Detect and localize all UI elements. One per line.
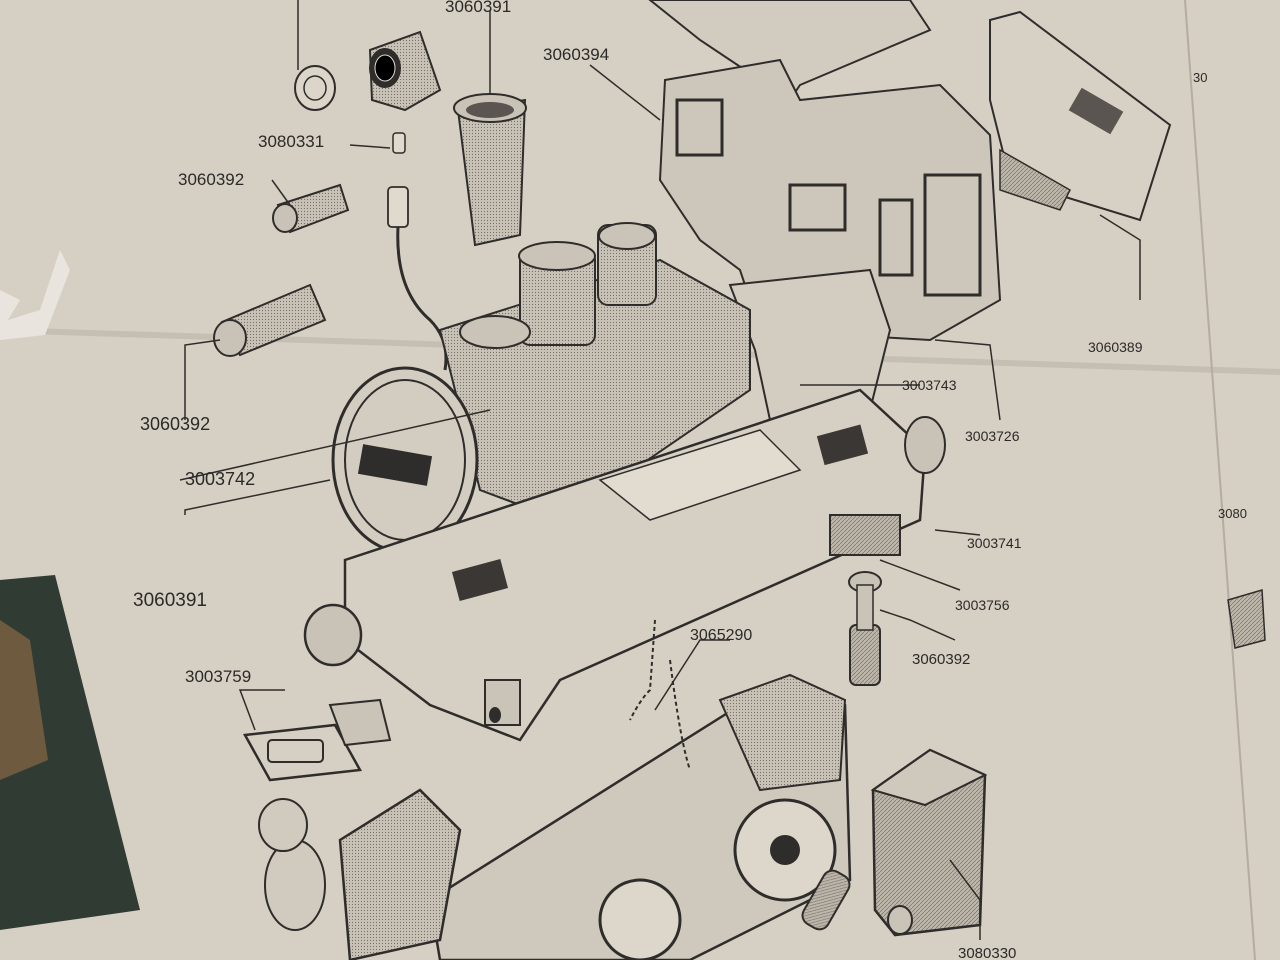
torn-edge xyxy=(0,250,70,340)
cab-roof xyxy=(648,0,932,102)
weight-block-top xyxy=(870,748,988,807)
chimney-bore xyxy=(466,102,514,118)
lower-buffer xyxy=(258,798,308,852)
wheel-hub-1 xyxy=(770,835,800,865)
frame-slot-rear xyxy=(816,424,869,466)
front-cover xyxy=(264,839,326,931)
label-smokebox-door: 3060391 xyxy=(133,590,207,611)
lamp-lens-inner xyxy=(303,75,327,101)
label-cab-roof: 3060394 xyxy=(543,45,609,64)
bulb-part xyxy=(392,132,406,154)
label-buffer-rear: 3060392 xyxy=(912,651,970,668)
label-lamp-left: 3060392 xyxy=(140,414,210,434)
label-bulb: 3080331 xyxy=(258,132,324,151)
label-frame-rear: 3003741 xyxy=(967,535,1022,551)
cab-window-left xyxy=(675,98,724,157)
label-lamp-upper: 3060392 xyxy=(178,170,244,189)
buffer-rear xyxy=(904,416,946,474)
label-cab-side: 3003743 xyxy=(902,377,957,393)
frame-rear-coupler xyxy=(829,514,901,556)
screw-part xyxy=(887,905,913,935)
label-cab-rear: 3003726 xyxy=(965,428,1020,444)
frame-deck-detail xyxy=(598,429,802,521)
label-top-cut: 3060391 xyxy=(445,0,511,16)
lamp-housing-lens xyxy=(374,54,396,82)
bulb-socket xyxy=(387,186,409,228)
left-photo-corner xyxy=(0,575,140,930)
frame-slot-front xyxy=(451,559,509,601)
label-coupler-rear: 3003756 xyxy=(955,597,1010,613)
lamp-upper-lens xyxy=(272,203,298,233)
motor-wire xyxy=(629,619,691,771)
lamp-lens-top xyxy=(294,65,336,111)
driving-wheel-2 xyxy=(598,878,682,960)
right-fold-line xyxy=(1184,0,1256,960)
label-coupler-front: 3003759 xyxy=(185,667,251,686)
buffer-spring-part xyxy=(849,624,881,686)
cab-window-side xyxy=(878,198,914,277)
lamp-left-lens xyxy=(213,319,247,357)
rear-panel-slot xyxy=(1068,87,1124,135)
label-smokebox: 3003742 xyxy=(185,469,255,489)
label-motor-block: 3080330 xyxy=(958,945,1016,960)
buffer-front-left xyxy=(303,603,363,667)
cab-window-front xyxy=(788,183,847,232)
coupler-clip xyxy=(328,698,392,747)
coupler-front-part xyxy=(242,723,363,782)
sand-dome-top xyxy=(598,222,656,250)
coupler-loop xyxy=(267,739,324,763)
link-rod xyxy=(801,869,851,931)
leader-lines xyxy=(179,0,1141,940)
smokebox-handle xyxy=(357,444,433,486)
label-rear-panel: 3060389 xyxy=(1088,339,1143,355)
cab-door xyxy=(923,173,982,297)
label-edge-cut-right: 3080 xyxy=(1218,506,1247,521)
right-edge-sketch xyxy=(1227,589,1266,649)
buffer-stem-right xyxy=(856,584,874,631)
chimney-base xyxy=(459,315,531,349)
label-wire: 3065290 xyxy=(690,627,752,644)
left-photo-detail xyxy=(0,620,48,780)
front-cylinder xyxy=(338,788,462,960)
rear-panel-bracket xyxy=(999,148,1071,211)
label-edge-cut-top: 30 xyxy=(1193,70,1207,85)
motor-gearbox xyxy=(718,673,847,792)
frame-body xyxy=(343,388,927,742)
cab-body xyxy=(658,58,1002,342)
frame-socket-hole xyxy=(489,707,501,723)
steam-dome-top xyxy=(518,241,596,271)
